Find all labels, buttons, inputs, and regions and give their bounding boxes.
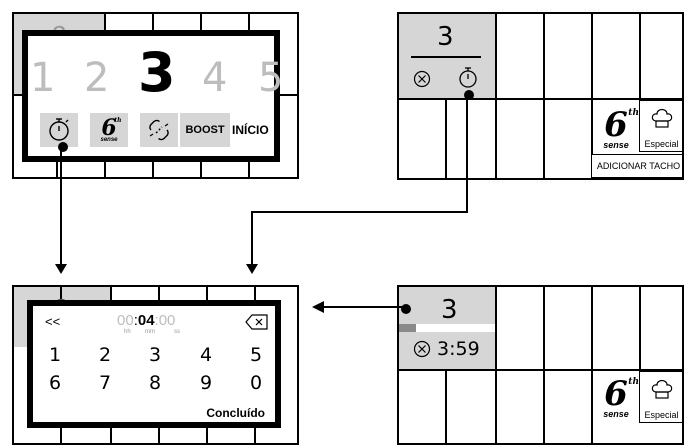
close-icon[interactable] xyxy=(413,70,431,88)
key-6[interactable]: 6 xyxy=(48,372,62,394)
arrow-zone-timer-to-keypad xyxy=(251,92,468,266)
sixth-sense-icon: 6 th sense xyxy=(603,374,639,419)
chef-hat-icon xyxy=(651,379,672,399)
sixth-sense-icon: 6 th sense xyxy=(603,105,639,150)
level-3-selected[interactable]: 3 xyxy=(138,41,176,104)
connector-dot xyxy=(401,304,411,314)
time-seconds: 00 xyxy=(158,312,176,329)
timer-icon[interactable] xyxy=(457,66,479,90)
done-button[interactable]: Concluído xyxy=(206,406,265,420)
timer-progress-track xyxy=(399,324,495,332)
time-hours: 00 xyxy=(117,312,134,329)
timer-button[interactable] xyxy=(40,113,78,147)
chef-hat-icon xyxy=(651,108,672,128)
time-minutes: 04 xyxy=(137,312,155,329)
level-5[interactable]: 5 xyxy=(258,55,284,101)
panel-bottom-right: 3 3:59 6 th sense Especial xyxy=(397,285,684,445)
bridge-button[interactable] xyxy=(140,113,178,147)
start-button[interactable]: INÍCIO xyxy=(232,123,269,137)
unlink-icon xyxy=(149,119,169,141)
level-4[interactable]: 4 xyxy=(202,55,228,101)
connector-dot xyxy=(464,90,474,100)
key-3[interactable]: 3 xyxy=(148,344,162,366)
key-4[interactable]: 4 xyxy=(199,344,213,366)
key-0[interactable]: 0 xyxy=(249,372,263,394)
connector-dot xyxy=(58,142,68,152)
panel-top-right: 3 6 th sense Especial ADICIONAR TACHO xyxy=(397,12,684,180)
unit-hh: hh xyxy=(124,329,131,335)
key-1[interactable]: 1 xyxy=(48,344,62,366)
special-button[interactable]: Especial xyxy=(639,100,682,152)
back-button[interactable]: << xyxy=(45,314,61,329)
level-1[interactable]: 1 xyxy=(30,55,56,101)
add-pot-button[interactable]: ADICIONAR TACHO xyxy=(591,154,682,178)
timer-keypad-popup: << 00:04:00 hh mm ss 1 2 3 4 5 6 7 8 9 0… xyxy=(27,300,281,428)
zone-divider xyxy=(411,56,481,58)
sixth-sense-button[interactable]: 6 th sense xyxy=(90,113,128,147)
backspace-icon[interactable] xyxy=(245,314,269,330)
timer-value: 3:59 xyxy=(437,338,480,360)
key-8[interactable]: 8 xyxy=(148,372,162,394)
power-level-popup: 1 2 3 4 5 6 th sense BOOST INÍCIO xyxy=(22,30,284,162)
key-5[interactable]: 5 xyxy=(249,344,263,366)
close-icon[interactable] xyxy=(413,340,431,358)
level-2[interactable]: 2 xyxy=(84,55,110,101)
timer-progress-fill xyxy=(399,324,417,332)
unit-mm: mm xyxy=(145,329,155,335)
key-2[interactable]: 2 xyxy=(98,344,112,366)
unit-ss: ss xyxy=(174,329,180,335)
sixth-sense-icon: 6 th sense xyxy=(100,115,122,143)
time-display: 00:04:00 xyxy=(117,312,176,329)
boost-button[interactable]: BOOST xyxy=(180,113,230,147)
key-7[interactable]: 7 xyxy=(98,372,112,394)
special-button[interactable]: Especial xyxy=(639,371,682,423)
zone-number: 3 xyxy=(441,295,458,325)
timer-icon xyxy=(49,118,69,141)
key-9[interactable]: 9 xyxy=(199,372,213,394)
zone-number: 3 xyxy=(437,22,454,52)
